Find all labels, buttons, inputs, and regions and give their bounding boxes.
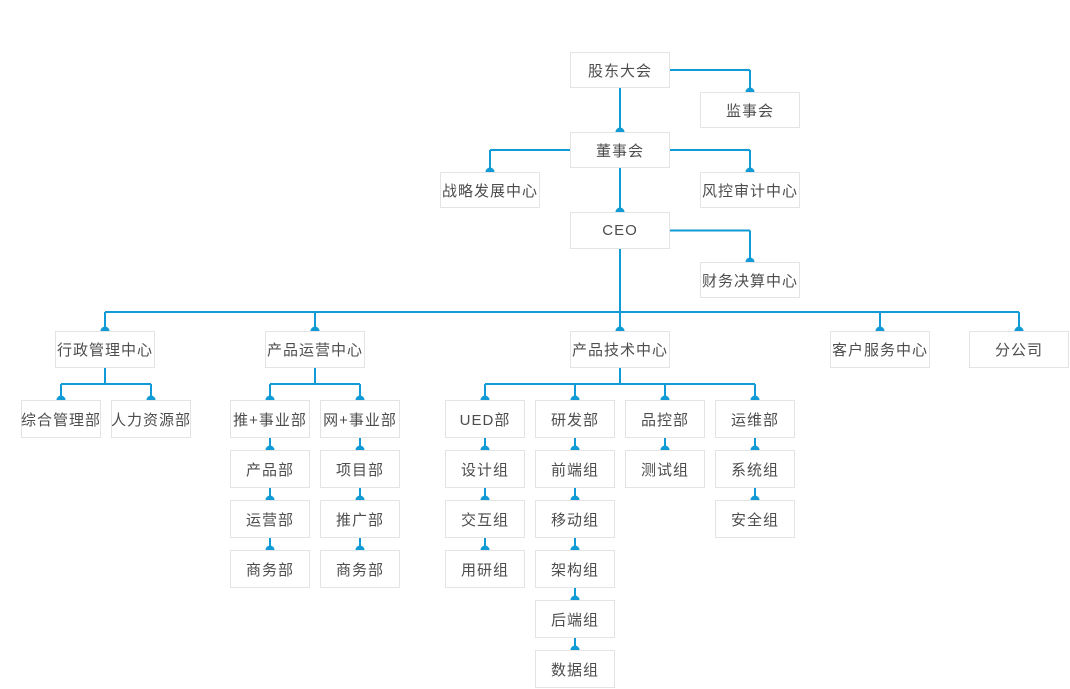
org-node-label: 综合管理部 [21,411,102,429]
org-node-label: 财务决算中心 [701,272,798,290]
org-node-label: 前端组 [550,461,599,479]
org-node-user-research-group: 用研组 [445,550,525,588]
org-node-label: CEO [602,222,638,239]
org-node-operation-dept: 运营部 [230,500,310,538]
org-node-architecture-group: 架构组 [535,550,615,588]
org-node-label: 行政管理中心 [56,342,153,359]
org-node-label: 运营部 [245,511,294,529]
org-node-label: 推+事业部 [233,411,307,429]
org-node-label: 产品部 [245,461,294,479]
org-node-finance-center: 财务决算中心 [700,262,800,298]
org-node-data-group: 数据组 [535,650,615,688]
org-node-backend-group: 后端组 [535,600,615,638]
org-node-label: 后端组 [550,611,599,629]
org-node-admin-center: 行政管理中心 [55,331,155,368]
org-node-business-dept-1: 商务部 [230,550,310,588]
org-node-label: 品控部 [640,411,689,429]
org-node-label: 系统组 [730,461,779,479]
org-node-label: 人力资源部 [111,411,192,429]
org-node-label: 产品运营中心 [266,342,363,359]
org-node-hr-dept: 人力资源部 [111,400,191,438]
org-node-system-group: 系统组 [715,450,795,488]
org-node-label: 商务部 [245,561,294,579]
org-node-supervisory-board: 监事会 [700,92,800,128]
org-node-tui-division: 推+事业部 [230,400,310,438]
org-node-label: 测试组 [640,461,689,479]
org-node-label: 项目部 [335,461,384,479]
org-node-label: 设计组 [460,461,509,479]
org-node-ued-dept: UED部 [445,400,525,438]
org-node-label: 产品技术中心 [571,342,668,359]
org-node-general-mgmt-dept: 综合管理部 [21,400,101,438]
org-node-project-dept: 项目部 [320,450,400,488]
org-node-interaction-group: 交互组 [445,500,525,538]
org-node-label: 网+事业部 [323,411,397,429]
org-node-ops-center: 产品运营中心 [265,331,365,368]
org-node-label: 监事会 [725,102,774,120]
org-node-design-group: 设计组 [445,450,525,488]
org-node-label: 架构组 [550,561,599,579]
org-node-label: 客户服务中心 [831,342,928,359]
org-node-tech-center: 产品技术中心 [570,331,670,368]
org-node-label: 商务部 [335,561,384,579]
org-node-wang-division: 网+事业部 [320,400,400,438]
org-node-label: 运维部 [730,411,779,429]
org-node-rd-dept: 研发部 [535,400,615,438]
org-node-label: 用研组 [460,561,509,579]
org-node-label: 推广部 [335,511,384,529]
org-node-board: 董事会 [570,132,670,168]
org-node-business-dept-2: 商务部 [320,550,400,588]
org-node-frontend-group: 前端组 [535,450,615,488]
org-node-label: 战略发展中心 [441,182,538,200]
org-node-om-dept: 运维部 [715,400,795,438]
org-node-test-group: 测试组 [625,450,705,488]
org-node-shareholders: 股东大会 [570,52,670,88]
org-node-label: 股东大会 [587,62,652,80]
org-node-security-group: 安全组 [715,500,795,538]
org-node-label: 移动组 [550,511,599,529]
org-node-service-center: 客户服务中心 [830,331,930,368]
org-node-risk-audit-center: 风控审计中心 [700,172,800,208]
org-node-label: 分公司 [994,342,1043,359]
org-node-ceo: CEO [570,212,670,249]
org-node-label: 交互组 [460,511,509,529]
org-node-label: 风控审计中心 [701,182,798,200]
org-node-mobile-group: 移动组 [535,500,615,538]
org-node-strategy-center: 战略发展中心 [440,172,540,208]
org-node-label: 安全组 [730,511,779,529]
org-node-label: 董事会 [595,142,644,160]
org-node-label: UED部 [459,411,511,429]
org-node-label: 研发部 [550,411,599,429]
org-node-product-dept: 产品部 [230,450,310,488]
org-node-branch-company: 分公司 [969,331,1069,368]
org-node-qc-dept: 品控部 [625,400,705,438]
org-node-promotion-dept: 推广部 [320,500,400,538]
org-node-label: 数据组 [550,661,599,679]
